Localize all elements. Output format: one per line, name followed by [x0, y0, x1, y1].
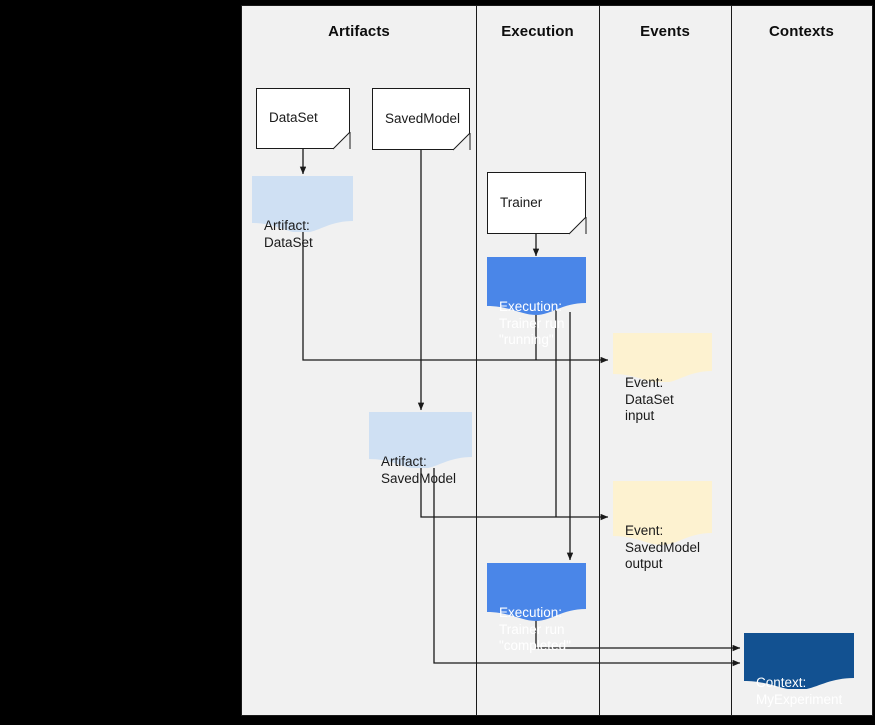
document-shape: [487, 257, 586, 315]
node-event-dataset-input-label: Event: DataSet input: [625, 375, 674, 423]
document-shape: [369, 412, 472, 468]
lane-divider-artifacts-execution: [476, 6, 477, 715]
node-event-savedmodel-output-label: Event: SavedModel output: [625, 523, 701, 571]
node-savedmodel-note[interactable]: SavedModel: [372, 88, 471, 151]
node-event-dataset-input[interactable]: Event: DataSet input: [613, 333, 712, 423]
node-artifact-dataset[interactable]: Artifact: DataSet: [252, 176, 353, 250]
document-shape: [252, 176, 353, 232]
lane-divider-execution-events: [599, 6, 600, 715]
node-artifact-savedmodel-label: Artifact: SavedModel: [381, 454, 457, 486]
node-event-savedmodel-output[interactable]: Event: SavedModel output: [613, 481, 712, 571]
document-shape: [613, 333, 712, 382]
lane-title-artifacts: Artifacts: [328, 23, 390, 40]
document-shape: [744, 633, 854, 689]
node-savedmodel-note-label: SavedModel: [385, 110, 461, 126]
lane-title-contexts: Contexts: [769, 23, 834, 40]
note-fold-icon: [332, 131, 351, 150]
node-execution-completed[interactable]: Execution: Trainer run "completed": [487, 563, 586, 653]
node-execution-running-label: Execution: Trainer run "running": [499, 299, 565, 347]
lane-divider-events-contexts: [731, 6, 732, 715]
note-fold-icon: [568, 216, 587, 235]
document-shape: [613, 481, 712, 545]
node-trainer-note-label: Trainer: [500, 194, 543, 210]
node-execution-completed-label: Execution: Trainer run "completed": [499, 605, 571, 653]
node-dataset-note-label: DataSet: [269, 110, 318, 126]
node-context-myexperiment[interactable]: Context: MyExperiment: [744, 633, 854, 707]
node-trainer-note[interactable]: Trainer: [487, 172, 587, 235]
node-dataset-note[interactable]: DataSet: [256, 88, 351, 150]
node-execution-running[interactable]: Execution: Trainer run "running": [487, 257, 586, 347]
node-context-myexperiment-label: Context: MyExperiment: [756, 675, 843, 707]
node-artifact-savedmodel[interactable]: Artifact: SavedModel: [369, 412, 472, 486]
lane-title-events: Events: [640, 23, 690, 40]
lane-title-execution: Execution: [501, 23, 574, 40]
note-fold-icon: [452, 132, 471, 151]
document-shape: [487, 563, 586, 621]
node-artifact-dataset-label: Artifact: DataSet: [264, 218, 313, 250]
